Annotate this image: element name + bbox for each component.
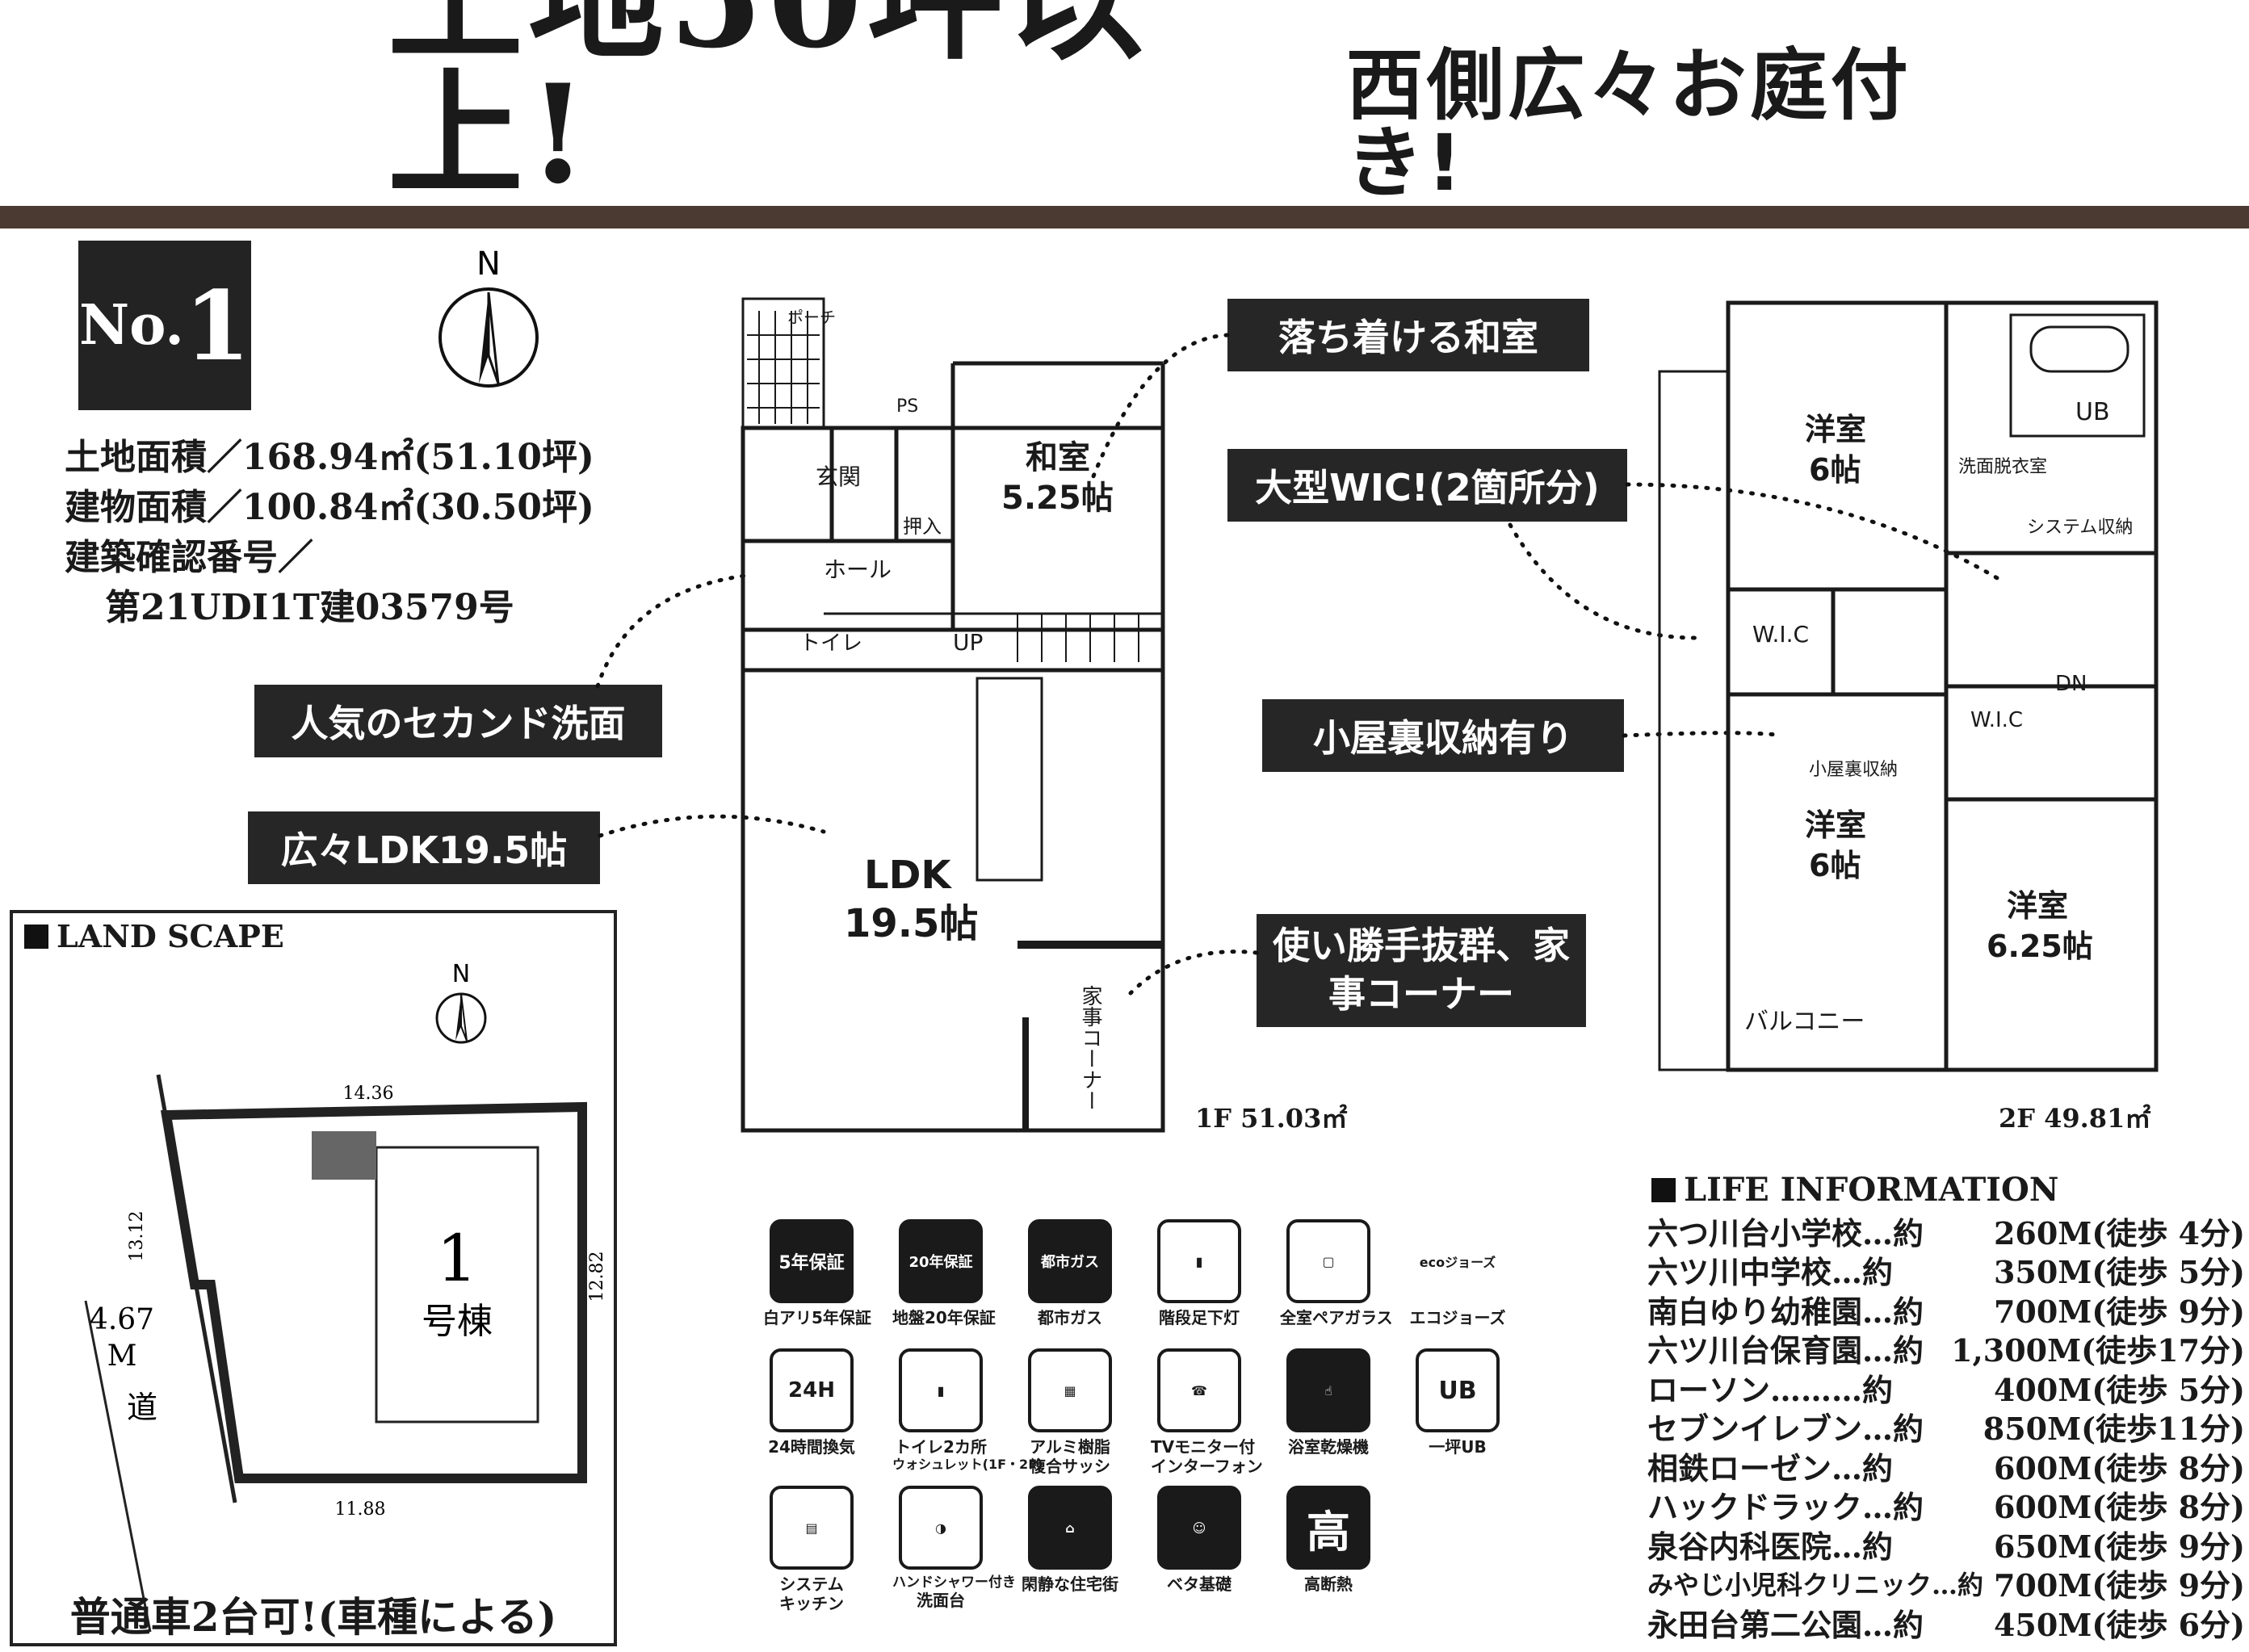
parking-note: 普通車2台可!(車種による) [69,1593,557,1641]
headline-main: 土地50坪以上! [388,0,1143,214]
svg-text:洋室: 洋室 [2007,888,2068,924]
svg-text:14.36: 14.36 [343,1084,394,1104]
callout-ldk: 広々LDK19.5帖 [248,811,600,884]
callout-wic: 大型WIC!(2箇所分) [1227,449,1627,522]
lot-prefix: No. [78,293,184,358]
floor1-area: 1F 51.03㎡ [1195,1103,1348,1134]
lot-number-badge: No. 1 [78,241,251,410]
svg-text:W.I.C: W.I.C [1752,621,1809,648]
svg-text:小屋裏収納: 小屋裏収納 [1809,760,1898,780]
svg-text:洗面脱衣室: 洗面脱衣室 [1958,457,2047,477]
kitchen-icon: ▤システムキッチン [763,1486,860,1613]
stair-light-icon: ▮階段足下灯 [1151,1219,1248,1327]
land-scape-panel: LAND SCAPE N 14.36 13.12 12.82 11.88 4.6… [10,910,617,1646]
svg-text:1: 1 [437,1221,478,1296]
svg-text:UB: UB [2075,398,2110,426]
spec-building-area: 建物面積／100.84㎡(30.50坪) [65,487,594,528]
toilet-icon: ▮トイレ2カ所ウォシュレット(1F・2F) [892,1348,1043,1472]
svg-text:号棟: 号棟 [422,1301,493,1342]
city-gas-icon: 都市ガス都市ガス [1022,1219,1118,1327]
insulation-icon: 高高断熱 [1280,1486,1377,1594]
svg-text:5.25帖: 5.25帖 [1001,480,1114,517]
eco-jozu-icon: ecoジョーズエコジョーズ [1409,1255,1506,1327]
svg-text:システム収納: システム収納 [2027,518,2133,538]
sash-icon: ▦アルミ樹脂複合サッシ [1022,1348,1118,1476]
compass-letter: N [476,245,501,283]
svg-text:6.25帖: 6.25帖 [1987,929,2093,964]
svg-text:家事コーナー: 家事コーナー [1078,985,1102,1111]
life-info-title: LIFE INFORMATION [1651,1171,2058,1209]
svg-text:6帖: 6帖 [1809,452,1861,488]
svg-text:13.12: 13.12 [127,1211,147,1262]
svg-text:押入: 押入 [903,515,942,538]
svg-text:LDK: LDK [864,853,952,898]
svg-text:和室: 和室 [1026,439,1090,476]
header-divider [0,206,2249,229]
svg-text:ホール: ホール [824,556,892,583]
svg-text:トイレ: トイレ [799,631,862,656]
svg-text:11.88: 11.88 [335,1499,386,1520]
svg-text:DN: DN [2055,672,2087,696]
foundation-icon: ☺ベタ基礎 [1151,1486,1248,1594]
termite-warranty-icon: 5年保証白アリ5年保証 [763,1219,871,1327]
intercom-icon: ☎TVモニター付インターフォン [1151,1348,1263,1476]
spec-permit-number: 第21UDI1T建03579号 [105,587,514,628]
washbasin-icon: ◑ハンドシャワー付き洗面台 [892,1486,1016,1610]
svg-text:12.82: 12.82 [587,1252,607,1302]
lot-number: 1 [183,269,251,382]
spec-land-area: 土地面積／168.94㎡(51.10坪) [65,437,594,478]
svg-text:洋室: 洋室 [1805,412,1866,447]
headline-sub: 西側広々お庭付き! [1345,40,1911,208]
svg-text:洋室: 洋室 [1805,807,1866,843]
floor-plan-1f: ポーチ 玄関 和室 5.25帖 押入 PS ホール トイレ UP LDK 19.… [741,297,1165,1133]
callout-washitsu: 落ち着ける和室 [1227,299,1589,371]
svg-text:N: N [452,960,470,988]
svg-text:UP: UP [953,629,983,656]
pair-glass-icon: ▢全室ペアガラス [1280,1219,1393,1327]
callout-washroom: 人気のセカンド洗面 [254,685,662,757]
ground-warranty-icon: 20年保証地盤20年保証 [892,1219,996,1327]
svg-text:ポーチ: ポーチ [787,308,836,327]
floor-plan-2f: 洋室 6帖 UB 洗面脱衣室 システム収納 W.I.C DN W.I.C 小屋裏… [1658,300,2159,1072]
svg-text:道: 道 [127,1390,157,1425]
svg-text:玄関: 玄関 [816,463,861,490]
svg-text:4.67: 4.67 [90,1303,154,1336]
land-scape-title: LAND SCAPE [24,918,284,954]
house-icon: ⌂閑静な住宅街 [1022,1486,1118,1594]
svg-text:M: M [107,1340,137,1373]
spec-permit-label: 建築確認番号／ [65,537,313,578]
headline: 土地50坪以上! 西側広々お庭付き! [388,0,2003,208]
bath-dryer-icon: ☝浴室乾燥機 [1280,1348,1377,1457]
callout-kaji: 使い勝手抜群、家事コーナー [1257,914,1586,1027]
svg-text:バルコニー: バルコニー [1744,1008,1865,1036]
svg-text:PS: PS [896,396,918,417]
floor2-area: 2F 49.81㎡ [1999,1103,2151,1134]
compass-icon: N [438,245,539,388]
callout-attic: 小屋裏収納有り [1262,699,1624,772]
svg-text:6帖: 6帖 [1809,848,1861,883]
svg-text:19.5帖: 19.5帖 [844,901,978,946]
svg-text:W.I.C: W.I.C [1970,708,2023,732]
site-plan: N 14.36 13.12 12.82 11.88 4.67 M 道 1 号棟 [84,960,607,1633]
